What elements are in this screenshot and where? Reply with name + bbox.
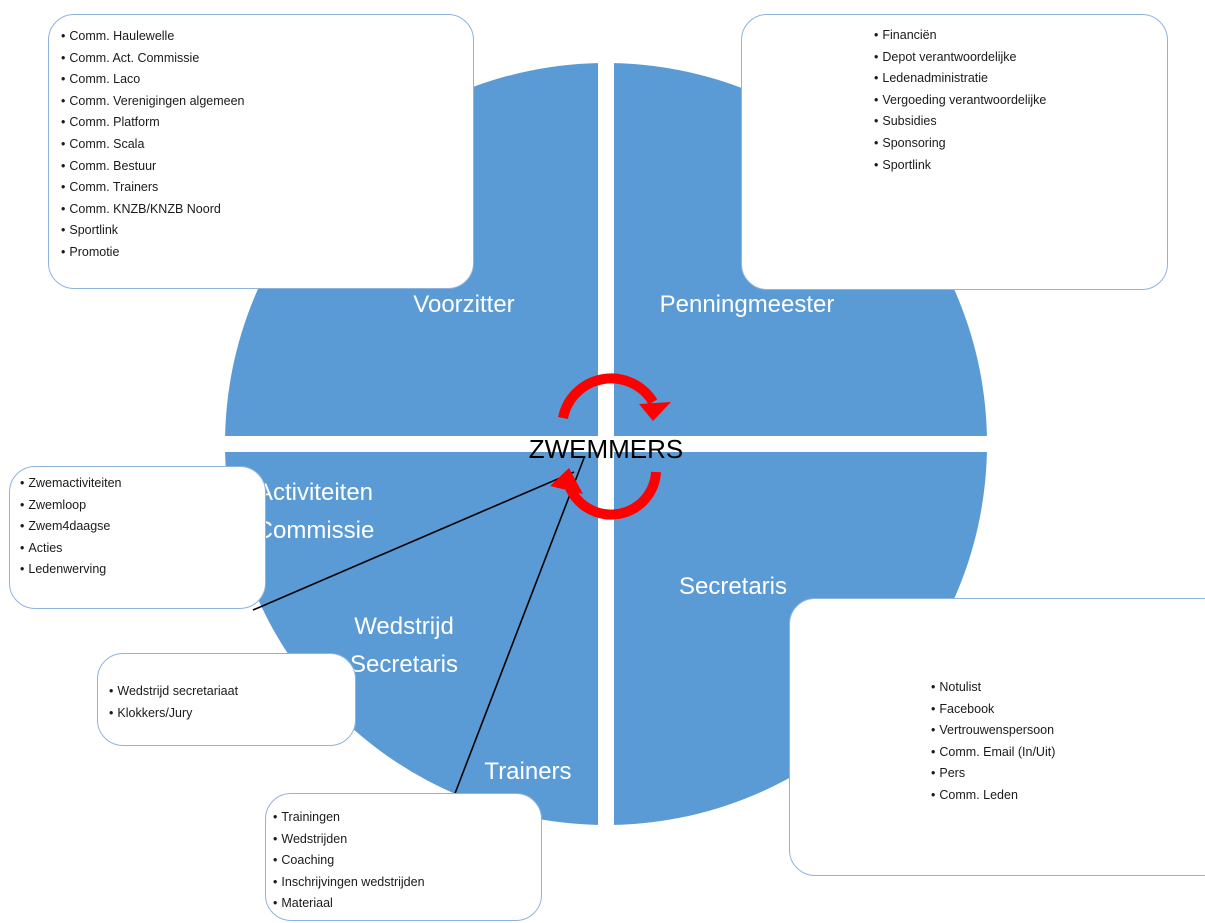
list-item: Klokkers/Jury <box>109 703 355 725</box>
list-item: Notulist <box>931 677 1205 699</box>
list-item: Comm. KNZB/KNZB Noord <box>61 199 473 221</box>
box-voorzitter: Comm. Haulewelle Comm. Act. Commissie Co… <box>48 14 474 289</box>
box-activiteiten: Zwemactiviteiten Zwemloop Zwem4daagse Ac… <box>9 466 266 609</box>
quadrant-label-activiteiten-line2: Commissie <box>256 517 375 544</box>
list-activiteiten: Zwemactiviteiten Zwemloop Zwem4daagse Ac… <box>20 473 265 581</box>
cycle-arrow-bottom <box>565 471 661 520</box>
list-penningmeester: Financiën Depot verantwoordelijke Ledena… <box>874 25 1167 176</box>
center-label: ZWEMMERS <box>529 434 684 464</box>
list-item: Comm. Laco <box>61 69 473 91</box>
connector-line-activiteiten <box>252 471 575 611</box>
list-item: Materiaal <box>273 893 541 915</box>
list-item: Vergoeding verantwoordelijke <box>874 90 1167 112</box>
list-item: Zwemactiviteiten <box>20 473 265 495</box>
list-item: Sponsoring <box>874 133 1167 155</box>
list-voorzitter: Comm. Haulewelle Comm. Act. Commissie Co… <box>61 26 473 264</box>
list-item: Acties <box>20 538 265 560</box>
box-trainers: Trainingen Wedstrijden Coaching Inschrij… <box>265 793 542 921</box>
list-item: Comm. Verenigingen algemeen <box>61 91 473 113</box>
list-item: Comm. Scala <box>61 134 473 156</box>
list-item: Comm. Act. Commissie <box>61 48 473 70</box>
list-item: Vertrouwenspersoon <box>931 720 1205 742</box>
list-item: Promotie <box>61 242 473 264</box>
quadrant-bottom-left <box>225 444 606 825</box>
quadrant-label-wedstrijd-line2: Secretaris <box>350 651 458 678</box>
list-item: Pers <box>931 763 1205 785</box>
quadrant-label-wedstrijd-line1: Wedstrijd <box>354 613 454 640</box>
quadrant-label-trainers: Trainers <box>484 758 571 785</box>
list-item: Comm. Leden <box>931 785 1205 807</box>
list-item: Wedstrijden <box>273 829 541 851</box>
box-secretaris: Notulist Facebook Vertrouwenspersoon Com… <box>789 598 1205 876</box>
quadrant-label-voorzitter: Voorzitter <box>413 291 514 318</box>
connector-lines <box>252 457 585 797</box>
quadrant-label-secretaris: Secretaris <box>679 573 787 600</box>
cycle-arrow-bottom-head <box>550 468 583 494</box>
list-item: Inschrijvingen wedstrijden <box>273 872 541 894</box>
list-secretaris: Notulist Facebook Vertrouwenspersoon Com… <box>931 677 1205 807</box>
list-item: Zwem4daagse <box>20 516 265 538</box>
list-item: Coaching <box>273 850 541 872</box>
list-item: Subsidies <box>874 111 1167 133</box>
list-wedstrijd: Wedstrijd secretariaat Klokkers/Jury <box>109 681 355 724</box>
list-item: Comm. Platform <box>61 112 473 134</box>
box-wedstrijd: Wedstrijd secretariaat Klokkers/Jury <box>97 653 356 746</box>
quadrant-label-activiteiten-line1: Activiteiten <box>257 479 373 506</box>
list-item: Sportlink <box>61 220 473 242</box>
list-item: Ledenadministratie <box>874 68 1167 90</box>
list-item: Zwemloop <box>20 495 265 517</box>
list-item: Financiën <box>874 25 1167 47</box>
connector-line-trainers <box>453 457 585 797</box>
list-item: Comm. Trainers <box>61 177 473 199</box>
list-item: Comm. Haulewelle <box>61 26 473 48</box>
cycle-arrows <box>550 373 671 520</box>
quadrants <box>225 63 987 825</box>
divider-horizontal <box>221 436 991 452</box>
cycle-arrow-top-head <box>639 402 671 421</box>
list-trainers: Trainingen Wedstrijden Coaching Inschrij… <box>273 807 541 915</box>
list-item: Comm. Bestuur <box>61 156 473 178</box>
list-item: Depot verantwoordelijke <box>874 47 1167 69</box>
list-item: Comm. Email (In/Uit) <box>931 742 1205 764</box>
box-penningmeester: Financiën Depot verantwoordelijke Ledena… <box>741 14 1168 290</box>
list-item: Wedstrijd secretariaat <box>109 681 355 703</box>
list-item: Ledenwerving <box>20 559 265 581</box>
dividers <box>221 59 991 829</box>
list-item: Sportlink <box>874 155 1167 177</box>
list-item: Facebook <box>931 699 1205 721</box>
quadrant-labels: Voorzitter Penningmeester Secretaris Act… <box>256 291 835 785</box>
quadrant-label-penningmeester: Penningmeester <box>660 291 835 318</box>
list-item: Trainingen <box>273 807 541 829</box>
cycle-arrow-top <box>558 373 658 420</box>
